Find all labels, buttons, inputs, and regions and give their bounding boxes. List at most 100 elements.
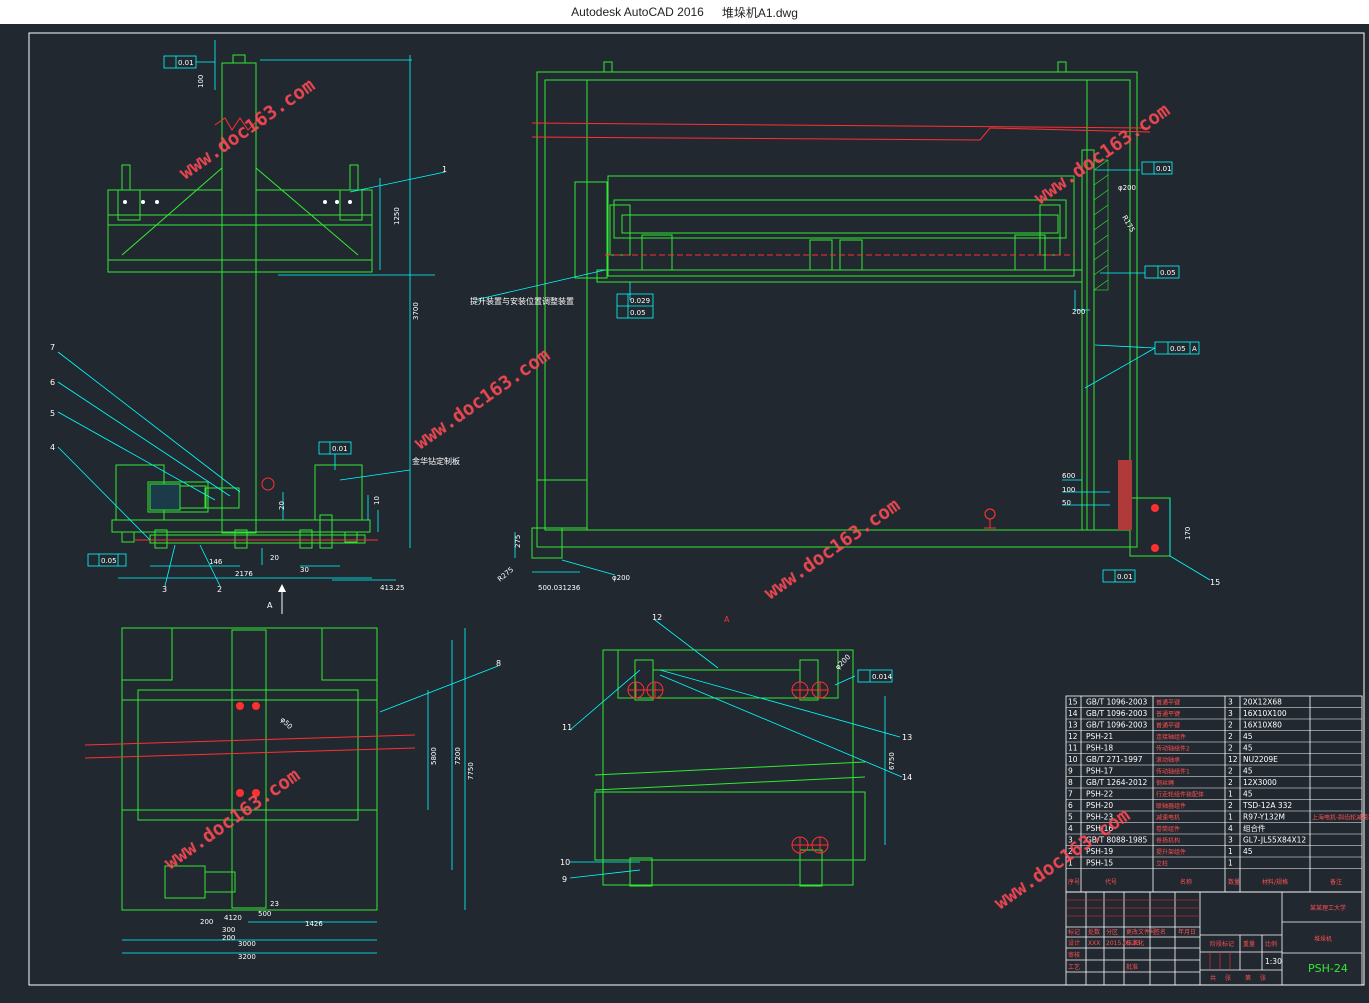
front-view-hatch xyxy=(1093,159,1109,291)
bom-cell-qty: 2 xyxy=(1228,732,1233,741)
balloon-11: 11 xyxy=(562,723,572,732)
tb-std-date: 2015.03.23 xyxy=(1106,940,1141,947)
bom-cell-spec: 45 xyxy=(1243,767,1253,776)
tol-0-05-perp: 0.05 xyxy=(1170,345,1186,353)
dim-7200: 7200 xyxy=(454,747,462,765)
dim-10: 10 xyxy=(373,496,381,505)
datum-a-front xyxy=(984,508,996,529)
app-title: Autodesk AutoCAD 2016 xyxy=(571,5,704,19)
bom-cell-no: 4 xyxy=(1068,824,1073,833)
tb-sheet-no: 第 xyxy=(1245,974,1251,982)
bom-cell-spec: 45 xyxy=(1243,744,1253,753)
bom-cell-code: PSH-23 xyxy=(1086,813,1113,822)
bom-cell-note: 上海电机-斜齿轮减速机 xyxy=(1312,814,1369,822)
tolerance-frames-left xyxy=(87,55,352,567)
dim-2176: 2176 xyxy=(235,570,253,578)
bom-cell-name: 传动轴组件1 xyxy=(1156,768,1190,776)
tol-0-05-a: 0.05 xyxy=(630,309,646,317)
bom-header-spec: 材料/规格 xyxy=(1262,878,1288,886)
bom-cell-no: 1 xyxy=(1068,859,1073,868)
bom-cell-no: 3 xyxy=(1068,836,1073,845)
balloon-10: 10 xyxy=(560,858,570,867)
bom-cell-name: 提升架组件 xyxy=(1156,848,1186,856)
bom-cell-code: PSH-20 xyxy=(1086,801,1113,810)
bom-cell-code: GB/T 1096-2003 xyxy=(1086,721,1148,730)
dim-600: 600 xyxy=(1062,472,1075,480)
balloon-6: 6 xyxy=(50,378,55,387)
dim-3200: 3200 xyxy=(238,953,256,961)
balloon-5: 5 xyxy=(50,409,55,418)
dim-146: 146 xyxy=(209,558,223,566)
tb-sheet-label: 张 xyxy=(1225,974,1231,982)
bom-cell-name: 钢丝绳 xyxy=(1156,779,1174,787)
bom-cell-spec: NU2209E xyxy=(1243,755,1278,764)
bom-cell-spec: 16X10X100 xyxy=(1243,709,1287,718)
bom-cell-spec: 45 xyxy=(1243,847,1253,856)
bom-cell-code: PSH-17 xyxy=(1086,767,1113,776)
front-view-rail-mark xyxy=(1151,504,1159,552)
bom-header-no: 序号 xyxy=(1068,878,1080,886)
side-view-holes xyxy=(123,200,352,204)
side-view xyxy=(107,54,373,549)
tol-0-01-mid: 0.01 xyxy=(332,445,348,453)
bom-cell-qty: 12 xyxy=(1228,755,1238,764)
dim-413-25: 413.25 xyxy=(380,584,405,592)
title-block-red-grid xyxy=(1066,899,1231,970)
bom-cell-spec: 组合件 xyxy=(1243,823,1266,833)
bom-header-qty: 数量 xyxy=(1228,878,1240,886)
bom-cell-no: 5 xyxy=(1068,813,1073,822)
bom-cell-name: 联轴器组件 xyxy=(1156,802,1186,810)
tol-0-01-top: 0.01 xyxy=(178,59,194,67)
tb-sheet-total: 共 xyxy=(1210,974,1216,982)
dim-4120: 4120 xyxy=(224,914,242,922)
bom-cell-name: 连接轴组件 xyxy=(1156,733,1186,741)
dim-100-top: 100 xyxy=(197,75,205,88)
bom-header-note: 备注 xyxy=(1330,878,1342,886)
title-block xyxy=(1065,891,1363,986)
tb-lbl-date: 年月日 xyxy=(1178,928,1196,936)
tb-lbl-std: 标准化 xyxy=(1126,939,1144,947)
top-view-centerline xyxy=(84,734,416,759)
dim-5800: 5800 xyxy=(430,747,438,765)
dim-200-left: 200 xyxy=(200,918,213,926)
bom-cell-no: 8 xyxy=(1068,778,1073,787)
cad-drawing[interactable]: 100 1250 3700 146 2176 30 413.25 20 20 1… xyxy=(0,24,1369,999)
dim-500-031: 500.031236 xyxy=(538,584,581,592)
bom-cell-spec: 20X12X68 xyxy=(1243,698,1282,707)
tb-lbl-stage: 阶段标记 xyxy=(1210,940,1234,948)
bom-cell-code: PSH-18 xyxy=(1086,744,1113,753)
side-view-leaders xyxy=(57,171,446,587)
bom-cell-qty: 3 xyxy=(1228,698,1233,707)
view-arrow-head xyxy=(278,584,286,592)
dim-R275: R275 xyxy=(496,566,515,584)
bom-cell-qty: 1 xyxy=(1228,847,1233,856)
view-a-label: A xyxy=(724,615,730,624)
view-a-wheels xyxy=(627,681,829,854)
dim-170: 170 xyxy=(1184,527,1192,540)
tb-lbl-sign: 签名 xyxy=(1154,928,1166,936)
bom-cell-no: 15 xyxy=(1068,698,1078,707)
drawing-canvas[interactable]: 100 1250 3700 146 2176 30 413.25 20 20 1… xyxy=(0,24,1369,999)
bom-table xyxy=(1065,695,1363,893)
bom-cell-spec: R97-Y132M xyxy=(1243,813,1285,822)
tb-lbl-weight: 重量 xyxy=(1243,940,1255,948)
tb-lbl-zone: 分区 xyxy=(1106,928,1118,936)
bom-cell-qty: 1 xyxy=(1228,790,1233,799)
tb-sheet-label2: 张 xyxy=(1260,974,1266,982)
bom-cell-spec: 16X10X80 xyxy=(1243,721,1282,730)
bom-cell-spec: 45 xyxy=(1243,732,1253,741)
balloon-4: 4 xyxy=(50,443,55,452)
balloon-7: 7 xyxy=(50,343,55,352)
dim-20: 20 xyxy=(270,554,279,562)
bom-cell-name: 卷扬机构 xyxy=(1156,837,1180,845)
bom-cell-qty: 2 xyxy=(1228,778,1233,787)
bom-cell-no: 13 xyxy=(1068,721,1078,730)
drawing-border xyxy=(28,32,1365,986)
file-name: 堆垛机A1.dwg xyxy=(721,5,798,20)
bom-cell-name: 普通平键 xyxy=(1156,722,1180,730)
bom-cell-qty: 3 xyxy=(1228,836,1233,845)
dim-400: 500 xyxy=(258,910,271,918)
view-a xyxy=(594,649,866,887)
bom-header-code: 代号 xyxy=(1105,878,1117,886)
tb-drawing-no: PSH-24 xyxy=(1308,962,1348,975)
